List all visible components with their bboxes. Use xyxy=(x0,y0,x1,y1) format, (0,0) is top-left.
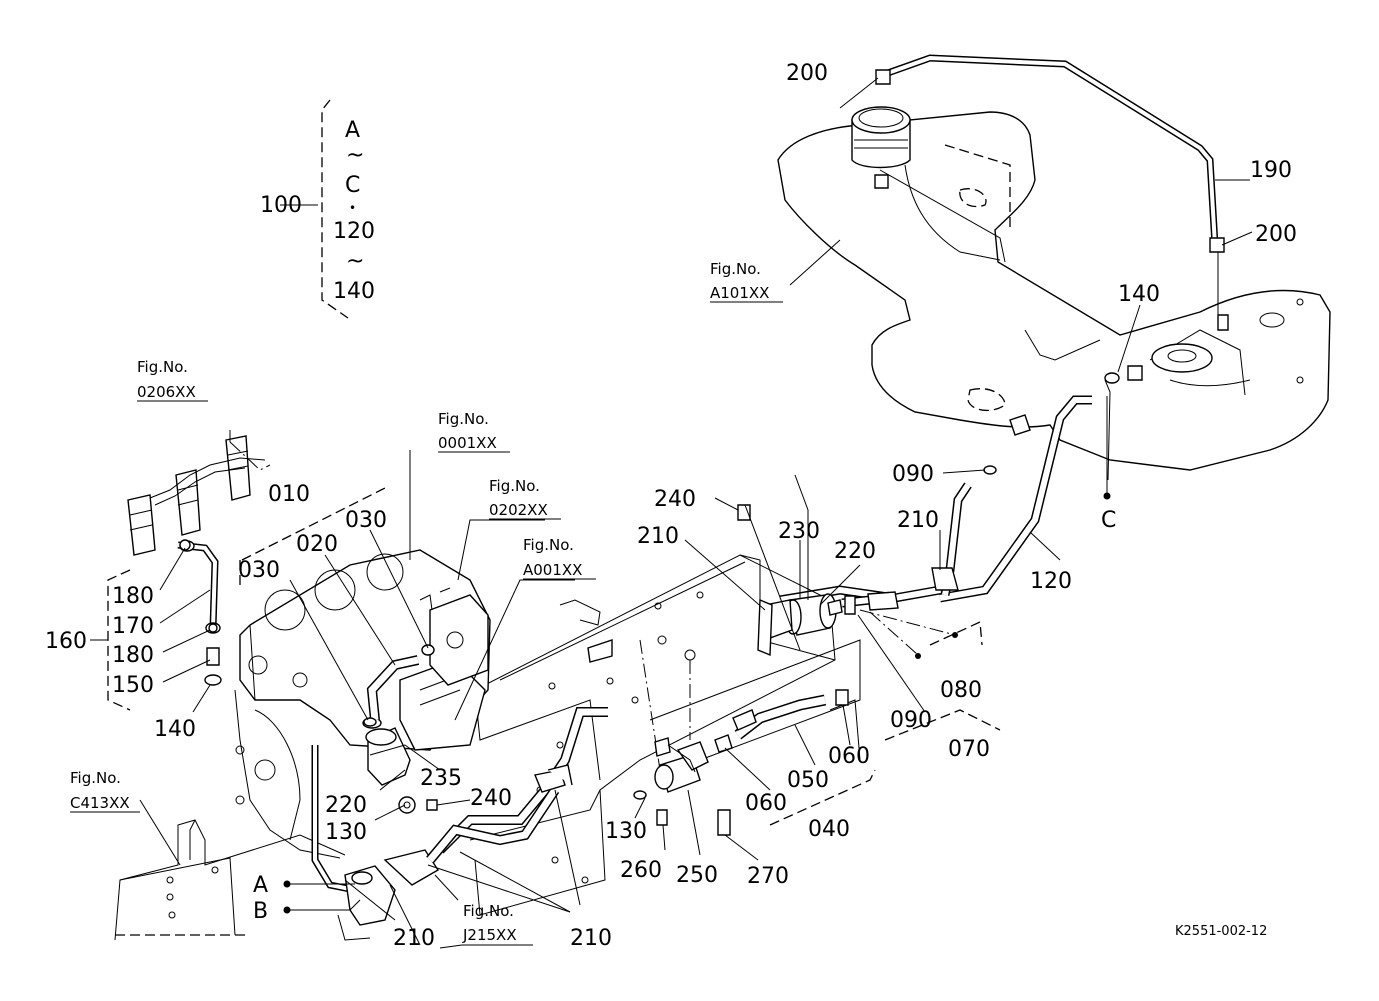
label-200-top: 200 xyxy=(786,61,828,86)
label-220-right: 220 xyxy=(834,539,876,564)
label-180-upper: 180 xyxy=(112,584,154,609)
range-a: A xyxy=(345,118,360,143)
label-210-left: 210 xyxy=(393,926,435,951)
fig-C413-code: C413XX xyxy=(70,794,130,812)
range-120: 120 xyxy=(333,219,375,244)
label-260: 260 xyxy=(620,858,662,883)
label-B: B xyxy=(253,899,268,924)
clamp-180-upper xyxy=(179,539,191,551)
label-030-top: 030 xyxy=(345,508,387,533)
label-040: 040 xyxy=(808,817,850,842)
bolt-270 xyxy=(717,809,731,836)
fuel-hose-020 xyxy=(366,655,420,721)
label-080: 080 xyxy=(940,678,982,703)
fig-J215-code: J215XX xyxy=(462,926,517,944)
fig-C413-label: Fig.No. xyxy=(70,769,121,787)
label-250: 250 xyxy=(676,863,718,888)
label-150: 150 xyxy=(112,673,154,698)
label-240-lower: 240 xyxy=(470,786,512,811)
label-210-mid: 210 xyxy=(637,524,679,549)
breather-hose-190 xyxy=(875,54,1225,318)
fig-0202-label: Fig.No. xyxy=(489,477,540,495)
range-group-100: 100 A ~ C • 120 ~ 140 xyxy=(260,118,375,304)
fig-A101-code: A101XX xyxy=(710,284,769,302)
clamp-030-lower xyxy=(363,717,377,727)
front-frame xyxy=(114,819,371,941)
bolt-240-lower xyxy=(426,799,438,811)
label-A: A xyxy=(253,873,268,898)
label-240-upper: 240 xyxy=(654,487,696,512)
label-010: 010 xyxy=(268,482,310,507)
fuel-hose-frame xyxy=(426,707,608,864)
filler-cap xyxy=(851,106,911,189)
label-170: 170 xyxy=(112,614,154,639)
label-100: 100 xyxy=(260,193,302,218)
fig-0001-code: 0001XX xyxy=(438,434,497,452)
label-070: 070 xyxy=(948,737,990,762)
range-140: 140 xyxy=(333,279,375,304)
fig-A101-label: Fig.No. xyxy=(710,260,761,278)
fig-0206-code: 0206XX xyxy=(137,383,196,401)
flywheel-housing xyxy=(234,689,341,859)
label-090-upper: 090 xyxy=(892,462,934,487)
label-180-lower: 180 xyxy=(112,643,154,668)
clamp-090-upper xyxy=(983,465,997,475)
label-210-right: 210 xyxy=(897,508,939,533)
bolt-240-upper xyxy=(737,504,751,521)
engine-block xyxy=(239,549,491,751)
fig-A001-label: Fig.No. xyxy=(523,536,574,554)
fuel-pump-250 xyxy=(654,737,709,793)
label-020: 020 xyxy=(296,532,338,557)
fuel-hose-050 xyxy=(714,689,849,753)
label-230: 230 xyxy=(778,519,820,544)
label-200-right: 200 xyxy=(1255,222,1297,247)
fuel-filter-230 xyxy=(757,593,843,657)
label-050: 050 xyxy=(787,768,829,793)
small-parts xyxy=(179,372,1120,836)
fuel-tank xyxy=(777,106,1331,471)
label-160: 160 xyxy=(45,629,87,654)
label-030-left: 030 xyxy=(238,558,280,583)
fig-A001-code: A001XX xyxy=(523,561,582,579)
fig-J215-label: Fig.No. xyxy=(463,902,514,920)
label-220-left: 220 xyxy=(325,793,367,818)
injectors xyxy=(127,435,271,556)
label-235: 235 xyxy=(420,766,462,791)
label-130-right: 130 xyxy=(605,819,647,844)
range-tilde-2: ~ xyxy=(346,249,364,274)
label-130-left: 130 xyxy=(325,820,367,845)
label-060-right: 060 xyxy=(828,744,870,769)
fig-0206-label: Fig.No. xyxy=(137,358,188,376)
range-dot: • xyxy=(349,201,356,215)
clamp-140-tank xyxy=(1104,372,1120,384)
fig-0202-code: 0202XX xyxy=(489,501,548,519)
label-090-lower: 090 xyxy=(890,708,932,733)
part-labels: 200 190 200 140 090 C 210 120 240 210 23… xyxy=(45,61,1297,951)
label-C: C xyxy=(1101,508,1116,533)
label-140-tank: 140 xyxy=(1118,282,1160,307)
bolt-260 xyxy=(656,809,668,826)
label-120: 120 xyxy=(1030,569,1072,594)
clamp-180-lower xyxy=(208,623,218,633)
label-060-lower: 060 xyxy=(745,791,787,816)
fuel-hose-080 xyxy=(841,591,899,615)
leak-off-pipe-170 xyxy=(177,540,222,686)
fig-0001-label: Fig.No. xyxy=(438,410,489,428)
label-190: 190 xyxy=(1250,158,1292,183)
label-210-bottom: 210 xyxy=(570,926,612,951)
leader-lines xyxy=(70,77,1253,949)
clamp-030 xyxy=(421,644,435,656)
range-c: C xyxy=(345,173,360,198)
range-tilde-1: ~ xyxy=(346,143,364,168)
drawing-id: K2551-002-12 xyxy=(1175,924,1267,939)
label-140-left: 140 xyxy=(154,717,196,742)
fuel-hose-120 xyxy=(939,379,1111,603)
clamp-130-right xyxy=(633,790,647,800)
figure-references: Fig.No. 0206XX Fig.No. 0001XX Fig.No. 02… xyxy=(70,260,769,944)
label-270: 270 xyxy=(747,864,789,889)
